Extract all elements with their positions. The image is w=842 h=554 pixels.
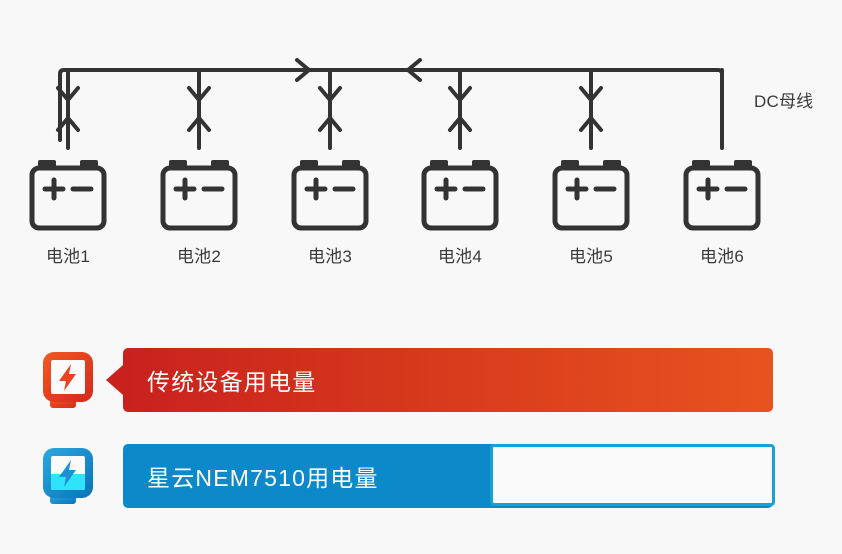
comparison-row-legacy: 传统设备用电量 — [0, 345, 842, 415]
bar-legacy: 传统设备用电量 — [106, 348, 773, 412]
device-bolt-icon-blue — [43, 448, 93, 504]
dc-bus-circuit-diagram — [29, 58, 761, 231]
branch-battery-3 — [318, 68, 342, 150]
branch-battery-4 — [448, 68, 472, 150]
battery-label-3: 电池3 — [307, 247, 353, 266]
bus-arrow-right-icon — [295, 58, 311, 82]
battery-icon-3 — [291, 160, 369, 231]
bar-label-legacy: 传统设备用电量 — [147, 369, 317, 395]
device-bolt-icon-red — [43, 352, 93, 408]
battery-label-1: 电池1 — [45, 247, 91, 266]
branch-battery-2 — [187, 68, 211, 150]
bar-nebula-saved-portion — [490, 444, 775, 506]
bar-notch-legacy-icon — [106, 365, 123, 395]
battery-icon-1 — [29, 160, 107, 231]
battery-icon-4 — [421, 160, 499, 231]
battery-symbols — [29, 160, 761, 231]
battery-label-2: 电池2 — [176, 247, 222, 266]
battery-icon-2 — [160, 160, 238, 231]
bar-label-nebula: 星云NEM7510用电量 — [147, 465, 379, 491]
battery-icon-6 — [683, 160, 761, 231]
branch-battery-1 — [56, 68, 80, 150]
battery-icon-5 — [552, 160, 630, 231]
branch-battery-5 — [579, 68, 603, 150]
dc-bus-label: DC母线 — [754, 92, 814, 111]
battery-label-5: 电池5 — [568, 247, 614, 266]
dc-bus-line — [58, 68, 724, 142]
battery-label-4: 电池4 — [437, 247, 483, 266]
bus-arrow-left-icon — [406, 58, 422, 82]
battery-label-6: 电池6 — [699, 247, 745, 266]
